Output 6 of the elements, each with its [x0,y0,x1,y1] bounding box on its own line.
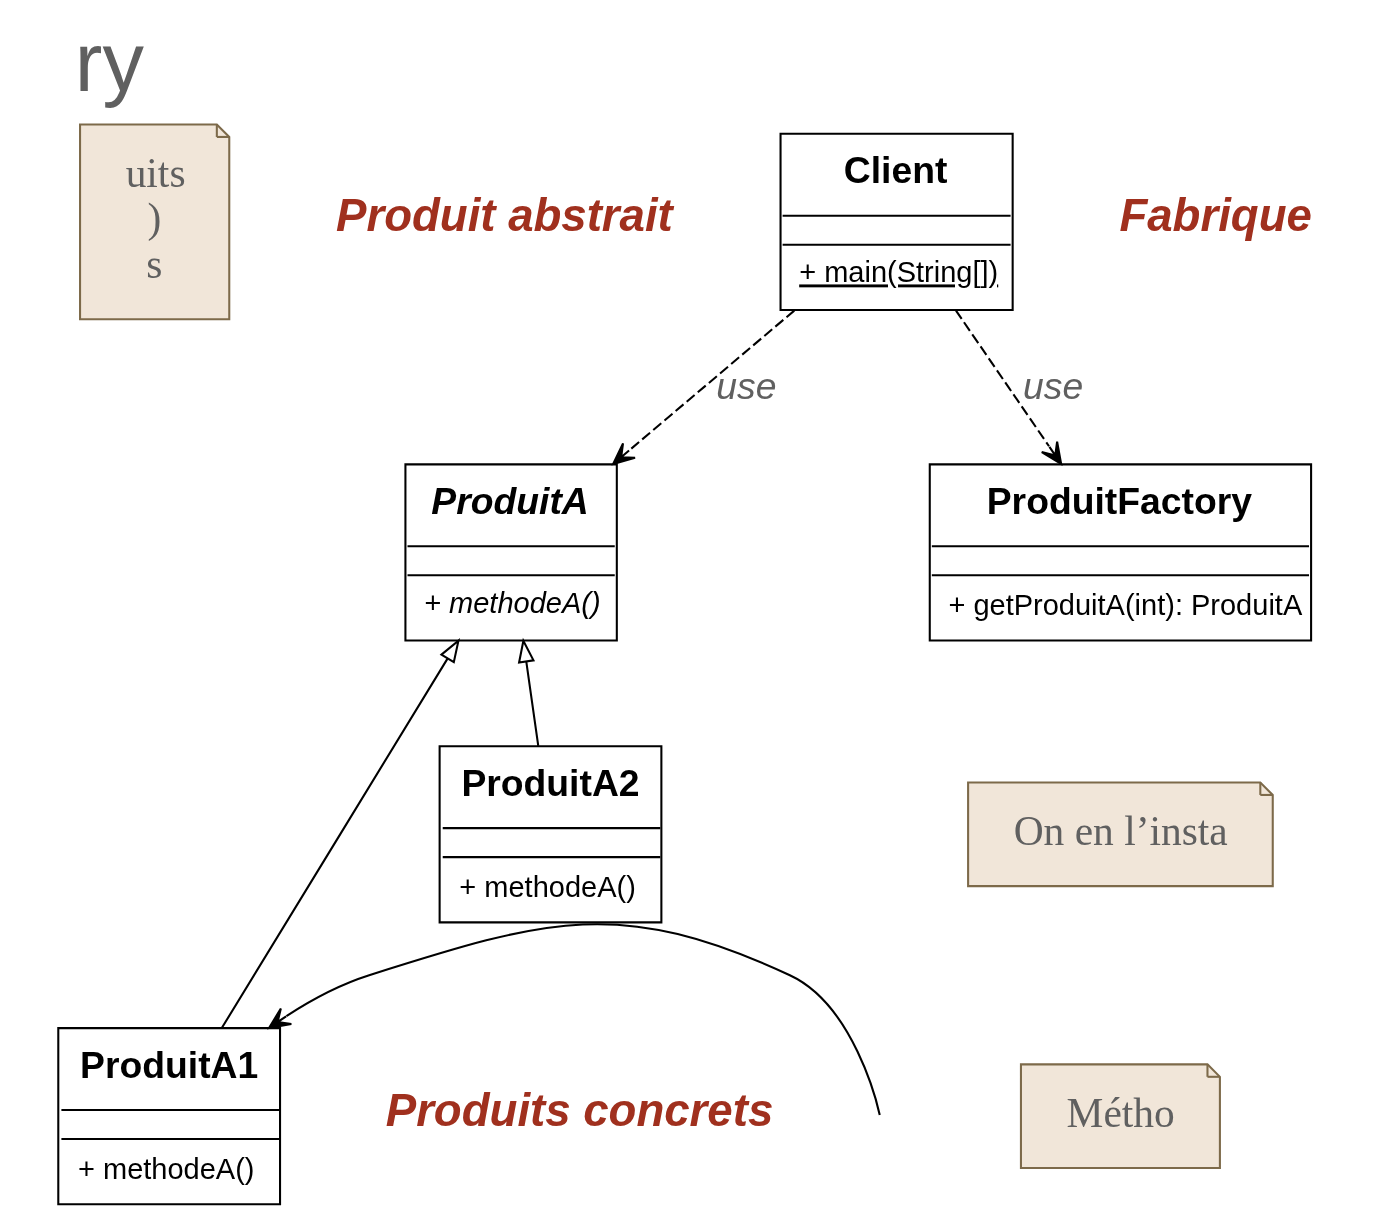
label: Produit abstrait [335,190,673,242]
label: Fabrique [1118,190,1312,242]
edge-label: use [1022,364,1083,407]
edge-label: use [715,364,776,407]
label: Produits concrets [385,1084,773,1136]
diagram-title: ry [74,16,144,110]
